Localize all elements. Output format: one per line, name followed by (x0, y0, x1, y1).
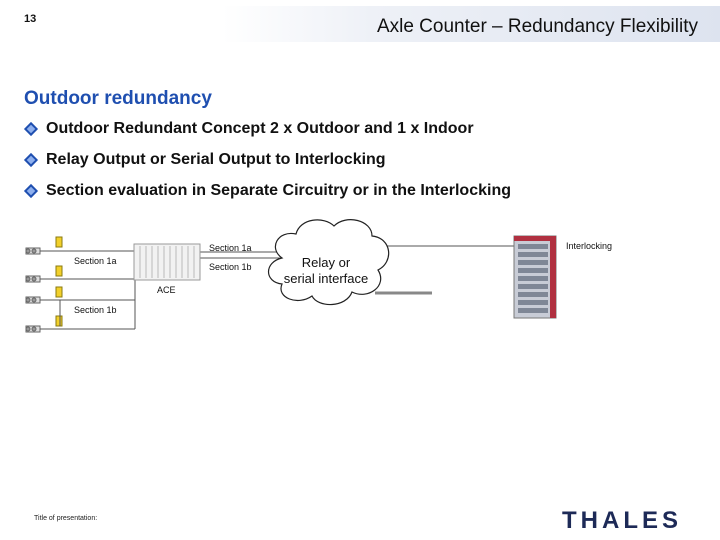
footer-presentation-title: Title of presentation: (34, 515, 98, 522)
title-band: Axle Counter – Redundancy Flexibility (222, 6, 720, 42)
label-ace: ACE (157, 285, 176, 295)
label-section-1a-left: Section 1a (74, 256, 117, 266)
slide-title: Axle Counter – Redundancy Flexibility (376, 16, 698, 37)
interlocking-rack-icon (513, 235, 557, 319)
ace-cabinet-icon (133, 243, 201, 281)
thales-logo: THALES (562, 507, 682, 533)
label-section-1b-right: Section 1b (209, 262, 252, 272)
wheel-sensor-icon (25, 315, 63, 333)
wheel-sensor-icon (25, 286, 63, 304)
wheel-sensor-icon (25, 265, 63, 283)
logo-text: THALES (562, 507, 682, 533)
label-section-1a-right: Section 1a (209, 243, 252, 253)
label-interlocking: Interlocking (566, 241, 613, 251)
bullet-list: Outdoor Redundant Concept 2 x Outdoor an… (23, 120, 511, 213)
cloud-label-line2: serial interface (283, 271, 369, 286)
bullet-item: Section evaluation in Separate Circuitry… (23, 182, 511, 213)
cloud-label: Relay or serial interface (266, 255, 386, 287)
bullet-text: Relay Output or Serial Output to Interlo… (46, 151, 386, 168)
section-heading: Outdoor redundancy (24, 88, 212, 109)
label-section-1b-left: Section 1b (74, 305, 117, 315)
bullet-item: Outdoor Redundant Concept 2 x Outdoor an… (23, 120, 511, 151)
slide-number: 13 (24, 13, 37, 25)
wiring (40, 245, 518, 330)
cloud-shape (267, 219, 390, 306)
cloud-label-line1: Relay or (301, 255, 351, 270)
bullet-text: Outdoor Redundant Concept 2 x Outdoor an… (46, 120, 474, 137)
bullet-item: Relay Output or Serial Output to Interlo… (23, 151, 511, 182)
bullet-text: Section evaluation in Separate Circuitry… (46, 182, 511, 199)
